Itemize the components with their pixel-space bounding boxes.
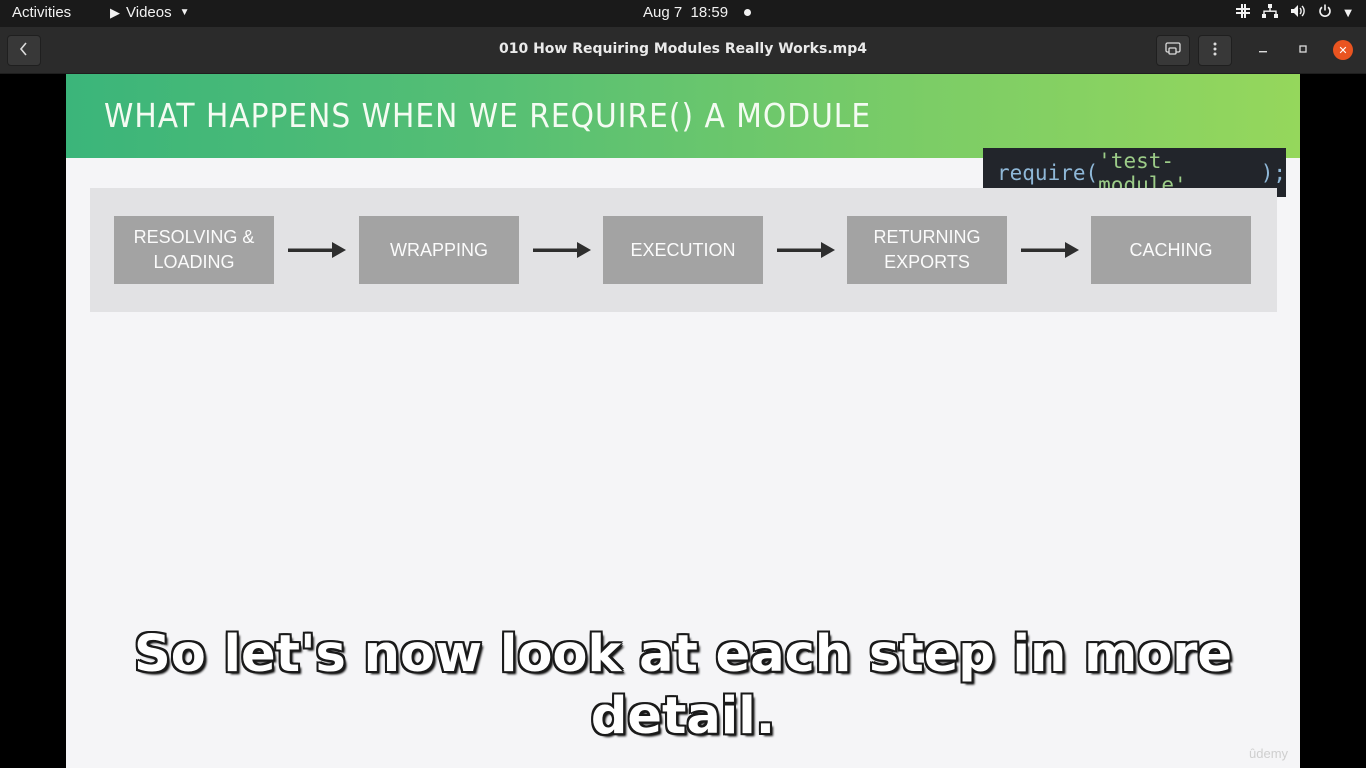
activities-button[interactable]: Activities — [12, 4, 72, 21]
kebab-menu-icon — [1213, 41, 1217, 60]
close-button[interactable]: ✕ — [1333, 40, 1353, 60]
udemy-watermark: ûdemy — [1249, 746, 1289, 761]
menu-button[interactable] — [1198, 35, 1232, 66]
clock-time: 18:59 — [690, 4, 729, 21]
picture-in-picture-button[interactable] — [1156, 35, 1190, 66]
app-menu[interactable]: ▶ Videos ▼ — [110, 4, 190, 21]
window-header-bar — [0, 27, 1366, 74]
code-end: ); — [1260, 160, 1286, 185]
chevron-down-icon[interactable]: ▼ — [1344, 7, 1352, 19]
notification-dot-icon — [744, 9, 752, 16]
slack-icon[interactable] — [1236, 4, 1251, 22]
chevron-left-icon — [19, 41, 29, 61]
system-tray[interactable]: ▼ — [1236, 4, 1352, 22]
arrow-icon — [777, 242, 835, 258]
maximize-button[interactable] — [1293, 40, 1313, 60]
minimize-button[interactable] — [1253, 40, 1273, 60]
slide-banner: WHAT HAPPENS WHEN WE REQUIRE() A MODULE — [66, 74, 1300, 158]
app-menu-label: Videos — [126, 4, 172, 21]
restore-icon — [1298, 43, 1308, 57]
subtitle-caption: So let's now look at each step in more d… — [66, 624, 1300, 748]
close-icon: ✕ — [1338, 43, 1348, 57]
slide-title: WHAT HAPPENS WHEN WE REQUIRE() A MODULE — [104, 96, 872, 135]
system-top-bar: Activities ▶ Videos ▼ Aug 7 18:59 ▼ — [0, 0, 1366, 27]
subtitle-line-1: So let's now look at each step in more — [133, 625, 1233, 684]
window-title: 010 How Requiring Modules Really Works.m… — [498, 41, 867, 57]
power-icon[interactable] — [1318, 4, 1332, 22]
arrow-icon — [533, 242, 591, 258]
picture-in-picture-icon — [1165, 41, 1181, 60]
video-frame[interactable]: WHAT HAPPENS WHEN WE REQUIRE() A MODULE … — [66, 74, 1300, 768]
clock[interactable]: Aug 7 18:59 — [643, 4, 752, 21]
steps-panel: RESOLVING & LOADING WRAPPING EXECUTION R… — [90, 188, 1277, 312]
clock-date: Aug 7 — [643, 4, 683, 21]
clock-datetime: Aug 7 18:59 — [643, 4, 728, 21]
network-icon[interactable] — [1262, 4, 1279, 22]
minimize-icon — [1258, 43, 1268, 57]
step-caching: CACHING — [1091, 216, 1251, 284]
step-resolving-loading: RESOLVING & LOADING — [114, 216, 274, 284]
step-returning-exports: RETURNING EXPORTS — [847, 216, 1007, 284]
back-button[interactable] — [7, 35, 41, 66]
step-wrapping: WRAPPING — [359, 216, 519, 284]
step-execution: EXECUTION — [603, 216, 763, 284]
arrow-icon — [288, 242, 346, 258]
play-icon: ▶ — [110, 4, 120, 20]
volume-icon[interactable] — [1290, 4, 1306, 22]
arrow-icon — [1021, 242, 1079, 258]
chevron-down-icon: ▼ — [179, 7, 190, 18]
code-function: require( — [997, 160, 1099, 185]
subtitle-line-2: detail. — [590, 687, 776, 746]
